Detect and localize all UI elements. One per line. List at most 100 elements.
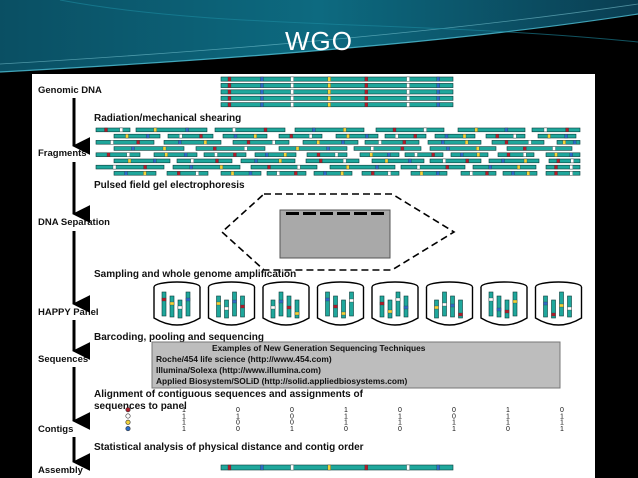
dna-fragment — [305, 158, 360, 164]
dna-fragment — [359, 152, 400, 157]
contig-cell: 0 — [236, 426, 240, 433]
dna-fragment — [95, 127, 131, 133]
contig-cell: 0 — [452, 413, 456, 420]
genomic-dna-strand — [220, 76, 454, 82]
dna-fragment — [506, 146, 573, 151]
dna-fragment — [166, 171, 209, 176]
technique-illumina: Illumina/Solexa (http://www.illumina.com… — [156, 365, 321, 375]
contig-cell: 0 — [236, 407, 240, 414]
dna-fragment — [450, 152, 489, 157]
dna-fragment — [457, 127, 526, 133]
dna-fragment — [113, 171, 157, 176]
stage-sequences: Sequences — [38, 354, 88, 365]
dna-fragment — [313, 171, 353, 176]
contig-cell: 1 — [344, 413, 348, 420]
tube-fragment — [496, 295, 502, 318]
dna-fragment — [278, 146, 348, 151]
dna-fragment — [364, 140, 420, 145]
panel-tube — [534, 281, 583, 326]
tube-fragment-marker — [216, 301, 221, 306]
slide-header-swoosh — [0, 0, 638, 78]
tube-fragment — [161, 291, 167, 317]
step-amplification: Sampling and whole genome amplification — [94, 269, 296, 280]
dna-fragment — [400, 164, 466, 170]
step-alignment-line2: sequences to panel — [94, 401, 187, 412]
genomic-dna-strand — [220, 95, 454, 101]
dna-fragment — [485, 133, 526, 139]
tube-fragment — [185, 291, 191, 317]
contig-cell: 1 — [290, 426, 294, 433]
tube-fragment-marker — [551, 312, 556, 317]
happy-mapping-diagram: Genomic DNA Fragments DNA Separation HAP… — [38, 76, 583, 476]
assembly-strand — [220, 464, 454, 471]
tube-fragment — [488, 291, 494, 317]
tube-fragment-marker — [224, 306, 229, 311]
contig-cell: 0 — [236, 420, 240, 427]
panel-tube — [316, 281, 365, 326]
tube-fragment-marker — [543, 301, 548, 306]
tube-fragment — [216, 295, 221, 318]
tube-fragment-marker — [232, 299, 237, 304]
dna-fragment — [427, 140, 482, 145]
dna-fragment — [335, 133, 379, 139]
contig-cell: 1 — [506, 407, 510, 414]
dna-fragment — [95, 140, 155, 145]
tube-fragment-marker — [567, 306, 572, 311]
stage-dna-separation: DNA Separation — [38, 217, 110, 228]
dna-fragment — [537, 133, 577, 139]
contig-marker-yellow — [125, 419, 131, 425]
tube-fragment-marker — [496, 307, 502, 312]
dna-fragment — [434, 133, 476, 139]
dna-fragment — [163, 140, 222, 145]
dna-fragment — [353, 146, 422, 151]
tube-fragment-marker — [450, 303, 455, 308]
genomic-dna-strand — [220, 89, 454, 95]
tube-fragment — [341, 299, 346, 319]
dna-fragment — [113, 133, 161, 139]
panel-tube — [262, 281, 310, 326]
contig-cell: 0 — [398, 426, 402, 433]
tube-fragment-marker — [325, 297, 330, 302]
tube-fragment-marker — [286, 305, 292, 310]
dna-fragment — [361, 171, 400, 176]
tube-fragment-marker — [512, 299, 518, 304]
tube-fragment-marker — [341, 311, 346, 316]
dna-fragment — [278, 133, 323, 139]
tube-fragment-marker — [559, 303, 564, 308]
tube-fragment-marker — [488, 297, 494, 302]
dna-fragments — [95, 127, 581, 176]
dna-fragment — [195, 146, 266, 151]
genomic-dna-strand — [220, 83, 454, 88]
contig-cell: 1 — [506, 413, 510, 420]
dna-fragment — [548, 158, 581, 164]
stage-contigs: Contigs — [38, 424, 73, 435]
tube-fragment-marker — [270, 305, 276, 310]
dna-fragment — [429, 146, 497, 151]
tube-fragment-marker — [278, 299, 284, 304]
panel-tube — [153, 281, 201, 326]
technique-roche: Roche/454 life science (http://www.454.c… — [156, 354, 332, 364]
slide-title: WGO — [285, 26, 353, 56]
contig-cell: 1 — [452, 426, 456, 433]
contig-cell: 1 — [236, 413, 240, 420]
stage-fragments: Fragments — [38, 148, 87, 159]
contig-cell: 0 — [506, 426, 510, 433]
dna-fragment — [176, 158, 233, 164]
tube-fragment — [504, 299, 510, 319]
tube-fragment-marker — [349, 298, 354, 303]
happy-panel-tubes — [153, 281, 583, 326]
tube-fragment — [395, 291, 401, 317]
dna-fragment — [491, 140, 545, 145]
gel-bands — [286, 212, 384, 215]
contig-cell: 1 — [560, 413, 564, 420]
techniques-heading: Examples of New Generation Sequencing Te… — [212, 343, 426, 353]
contig-marker-blue — [125, 426, 131, 432]
dna-fragment — [135, 127, 208, 133]
contig-cell: 1 — [506, 420, 510, 427]
contig-cell: 1 — [398, 413, 402, 420]
contig-cell: 1 — [560, 426, 564, 433]
dna-fragment — [545, 164, 581, 170]
stage-happy-panel: HAPPY Panel — [38, 307, 99, 318]
dna-fragment — [113, 146, 185, 151]
